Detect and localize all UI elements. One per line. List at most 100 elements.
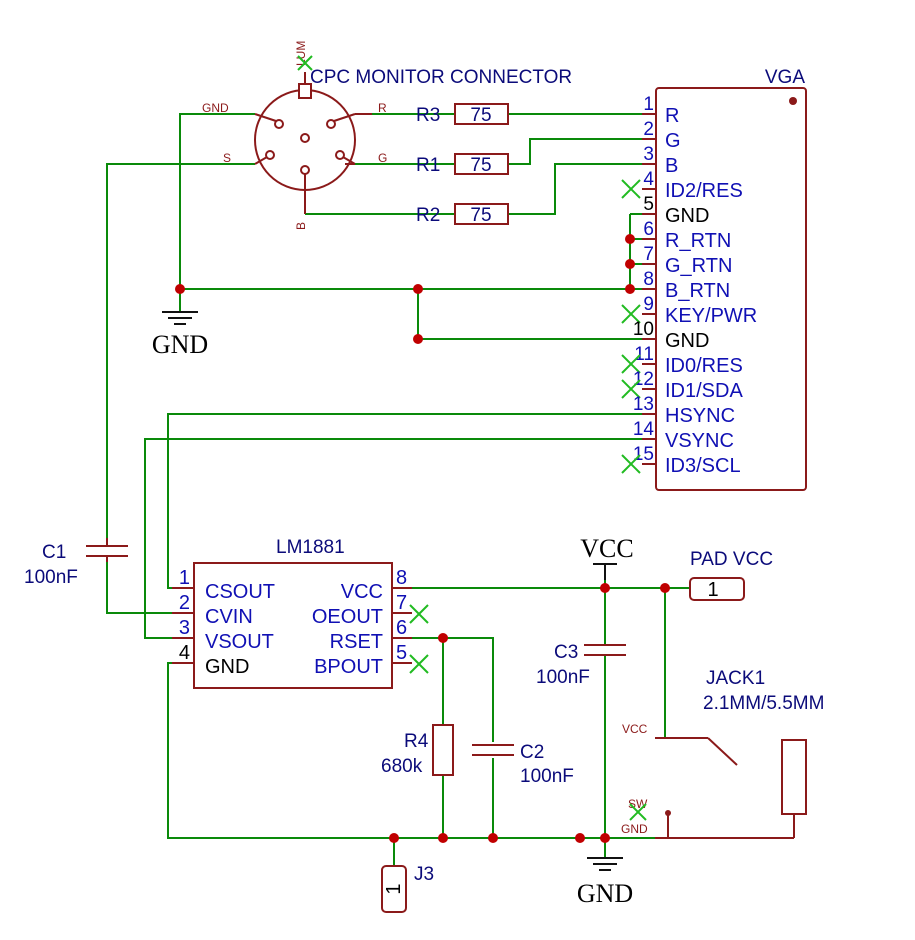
cpc-pin-r-label: R [378, 101, 387, 115]
wires [106, 113, 690, 866]
dc-jack: VCC SW GND JACK1 2.1MM/5.5MM [621, 668, 824, 839]
lm1881-pin-label: GND [205, 656, 249, 678]
vga-pin-number: 1 [643, 94, 654, 115]
vga-pin-label: ID3/SCL [665, 455, 741, 477]
j3-ref: J3 [414, 864, 434, 885]
pad-vcc-pin: 1 [707, 579, 718, 601]
lm1881-pin-number: 4 [179, 642, 190, 664]
cpc-pin-lum-label: LUM [294, 41, 308, 66]
vga-pin-6: 6R_RTN [642, 219, 731, 252]
lm1881-bpout-nc-icon [409, 654, 429, 674]
vga-pin-3: 3B [642, 144, 678, 177]
lm1881-oeout-nc-icon [409, 604, 429, 624]
c1-ref: C1 [42, 542, 66, 563]
vga-pin-number: 6 [643, 219, 654, 240]
vga-pin-label: ID0/RES [665, 355, 743, 377]
lm1881-pin-number: 7 [396, 592, 407, 614]
vga-pin1-marker-icon [789, 97, 797, 105]
r3-value: 75 [470, 105, 491, 126]
r3-ref: R3 [416, 105, 440, 126]
vcc-symbol: VCC [580, 534, 634, 580]
gnd-symbol-top: GND [152, 311, 208, 359]
vga-pin-number: 2 [643, 119, 654, 140]
lm1881-pin-label: CVIN [205, 606, 253, 628]
vga-pin-number: 9 [643, 294, 654, 315]
vga-connector: VGA 1R2G3B4ID2/RES5GND6R_RTN7G_RTN8B_RTN… [621, 67, 807, 491]
vga-pin-number: 12 [633, 369, 654, 390]
pad-vcc-label: PAD VCC [690, 549, 773, 570]
lm1881-pin-label: OEOUT [312, 606, 383, 628]
capacitor-c1: C1 100nF [24, 538, 128, 588]
jack-pin-gnd-label: GND [621, 822, 648, 836]
vga-pin-1: 1R [642, 94, 679, 127]
vga-pin-number: 13 [633, 394, 654, 415]
r4-value: 680k [381, 756, 423, 777]
gnd-label-bottom: GND [577, 879, 633, 908]
vga-pin-label: KEY/PWR [665, 305, 757, 327]
vga-pin-7: 7G_RTN [642, 244, 732, 277]
pad-vcc: 1 PAD VCC [689, 549, 773, 601]
cpc-pin-s-label: S [223, 151, 231, 165]
resistor-r2: R2 75 [416, 203, 509, 226]
resistor-r4: R4 680k [381, 724, 454, 777]
cpc-monitor-connector: GND R S G B LUM CPC MONITOR CONNECTOR [202, 41, 572, 230]
lm1881-pin-number: 1 [179, 567, 190, 589]
lm1881-pin-number: 2 [179, 592, 190, 614]
jack-ref: JACK1 [706, 668, 765, 689]
lm1881-pin-number: 8 [396, 567, 407, 589]
r1-ref: R1 [416, 155, 440, 176]
lm1881-pin-label: RSET [330, 631, 383, 653]
junction-dots [175, 234, 670, 843]
j3-connector: 1 J3 [381, 864, 434, 913]
gnd-label-top: GND [152, 330, 208, 359]
vga-pin-list: 1R2G3B4ID2/RES5GND6R_RTN7G_RTN8B_RTN9KEY… [621, 94, 757, 477]
c3-ref: C3 [554, 642, 578, 663]
cpc-connector-title: CPC MONITOR CONNECTOR [310, 67, 572, 88]
vga-pin-label: G_RTN [665, 255, 732, 277]
j3-pin: 1 [383, 883, 405, 894]
vga-pin-number: 11 [634, 344, 654, 365]
lm1881-pin-number: 5 [396, 642, 407, 664]
jack-pin-vcc-label: VCC [622, 722, 648, 736]
resistor-r1: R1 75 [416, 153, 509, 176]
lm1881-pin-label: BPOUT [314, 656, 383, 678]
c1-value: 100nF [24, 567, 78, 588]
vga-title: VGA [765, 67, 805, 88]
vcc-label: VCC [580, 534, 633, 563]
vga-pin-label: GND [665, 330, 709, 352]
cpc-pin-g-label: G [378, 151, 387, 165]
lm1881-pin-number: 6 [396, 617, 407, 639]
lm1881-pin-number: 3 [179, 617, 190, 639]
r4-ref: R4 [404, 731, 429, 752]
no-connect-icon [621, 354, 641, 374]
r2-value: 75 [470, 205, 491, 226]
lm1881-pin-label: CSOUT [205, 581, 275, 603]
jack-sw-nc-icon [629, 803, 647, 821]
gnd-symbol-bottom: GND [577, 857, 633, 908]
c3-value: 100nF [536, 667, 590, 688]
vga-pin-label: HSYNC [665, 405, 735, 427]
r2-ref: R2 [416, 205, 440, 226]
c2-ref: C2 [520, 742, 544, 763]
c2-value: 100nF [520, 766, 574, 787]
vga-pin-8: 8B_RTN [642, 269, 730, 302]
no-connect-icon [621, 454, 641, 474]
vga-pin-number: 15 [633, 444, 654, 465]
vga-pin-number: 8 [643, 269, 654, 290]
vga-pin-label: VSYNC [665, 430, 734, 452]
lm1881-pin-label: VSOUT [205, 631, 274, 653]
